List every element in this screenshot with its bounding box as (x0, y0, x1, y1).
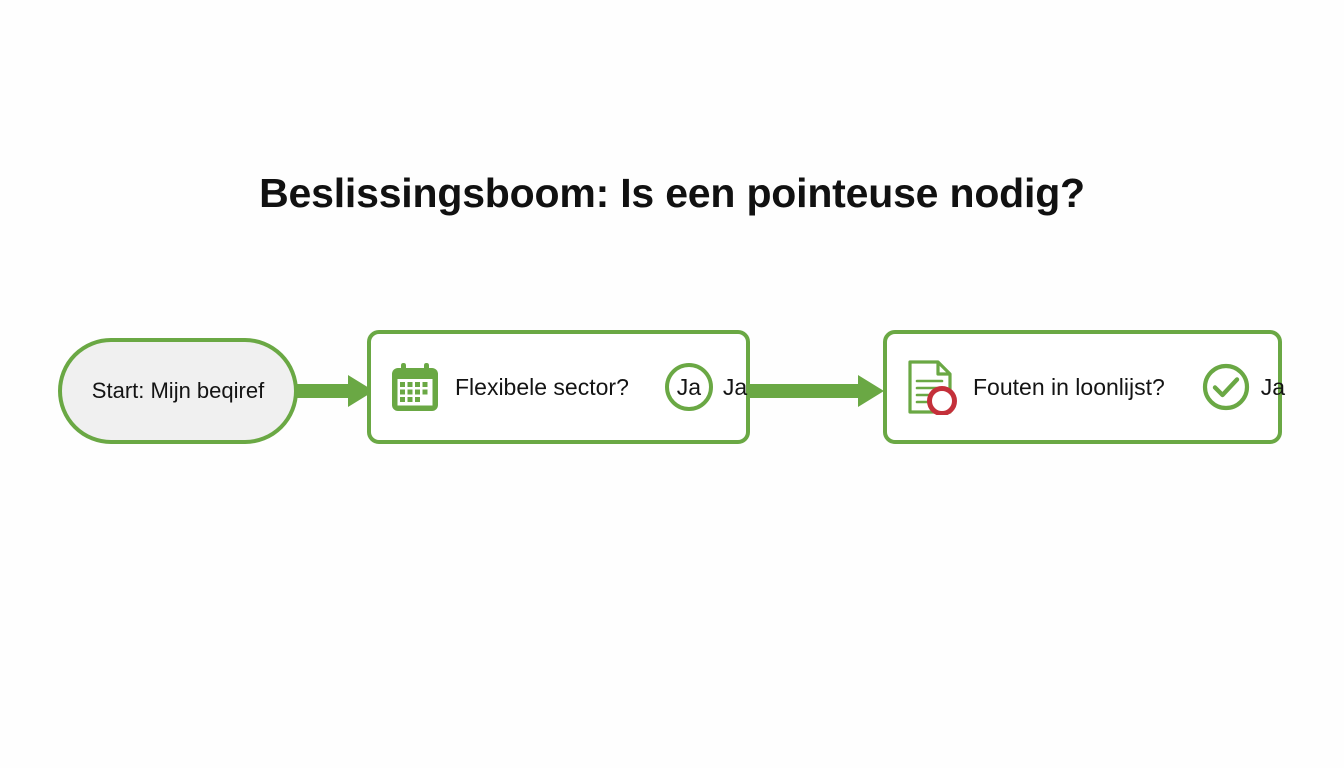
arrow-right-icon (296, 374, 374, 408)
node-flexibele-sector-label: Flexibele sector? (455, 373, 629, 400)
node-start[interactable]: Start: Mijn beqiref (58, 338, 298, 444)
node-start-label: Start: Mijn beqiref (91, 378, 265, 403)
calendar-icon (389, 361, 441, 413)
answer-circle-ja: Ja (664, 363, 713, 411)
document-error-icon (905, 359, 959, 416)
node-fouten-loonlijst-label: Fouten in loonlijst? (973, 373, 1165, 400)
arrow-right-icon (748, 374, 884, 408)
node-flexibele-sector[interactable]: Flexibele sector? Ja Ja (367, 330, 750, 444)
page-title: Beslissingsboom: Is een pointeuse nodig? (259, 170, 1085, 216)
answer-group-flexibele: Ja Ja (664, 363, 748, 411)
node-fouten-loonlijst-content: Fouten in loonlijst? Ja (887, 359, 1285, 416)
answer-group-fouten: Ja (1201, 362, 1285, 412)
answer-label-ja: Ja (1260, 373, 1286, 400)
answer-label-ja: Ja (722, 373, 748, 400)
node-flexibele-sector-content: Flexibele sector? Ja Ja (371, 361, 747, 413)
node-fouten-loonlijst[interactable]: Fouten in loonlijst? Ja (883, 330, 1285, 444)
check-circle-icon (1201, 362, 1251, 412)
